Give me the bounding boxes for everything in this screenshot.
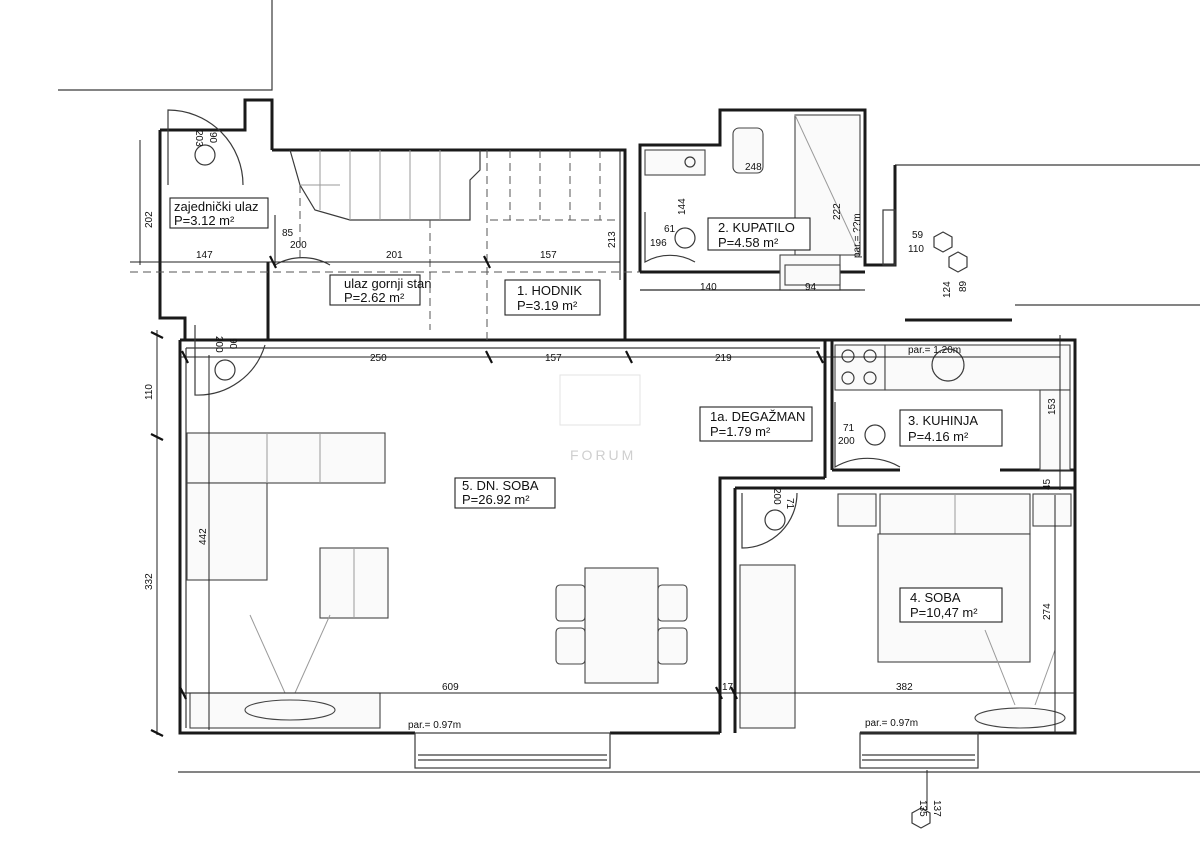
room-name: ulaz gornji stan <box>344 276 431 291</box>
room-label-kupatilo: 2. KUPATILO P=4.58 m² <box>707 217 811 251</box>
dim-222: 222 <box>832 203 843 220</box>
windows <box>414 209 979 769</box>
room-name: 5. DN. SOBA <box>462 478 539 493</box>
door-soba-w: 71 <box>784 498 795 510</box>
dim-94: 94 <box>805 282 817 293</box>
dim-110: 110 <box>144 384 155 400</box>
door-kup-side: 144 <box>677 198 688 215</box>
dim-382: 382 <box>896 682 913 693</box>
room-label-ulaz-gornji: ulaz gornji stan P=2.62 m² <box>329 274 431 306</box>
dim-17: 17 <box>722 682 734 693</box>
par-dn-soba: par.= 0.97m <box>408 720 461 731</box>
room-label-hodnik: 1. HODNIK P=3.19 m² <box>504 279 601 316</box>
room-area: P=10,47 m² <box>910 605 978 620</box>
room-label-zajednicki: zajednički ulaz P=3.12 m² <box>169 197 269 229</box>
par-kuhinja: par.= 1.20m <box>908 345 961 356</box>
room-name: 4. SOBA <box>910 590 961 605</box>
dim-213: 213 <box>607 231 618 248</box>
walls <box>158 98 1077 735</box>
parapet-notes: par.= ??m par.= 1.20m par.= 0.97m par.= … <box>408 213 961 731</box>
dim-147: 147 <box>196 250 213 261</box>
dim-248: 248 <box>745 162 762 173</box>
dimension-labels: 147 201 157 213 202 140 94 250 157 219 1… <box>144 162 1058 693</box>
kitchen-fixtures <box>834 344 1071 471</box>
door-soba-h: 200 <box>771 488 782 505</box>
room-label-dn-soba: 5. DN. SOBA P=26.92 m² <box>454 477 556 509</box>
room-name: 3. KUHINJA <box>908 413 978 428</box>
bot-h: 135 <box>917 800 928 817</box>
door-swings <box>167 109 901 549</box>
room-label-kuhinja: 3. KUHINJA P=4.16 m² <box>899 409 1003 447</box>
building-outline <box>58 0 1200 773</box>
par-soba: par.= 0.97m <box>865 718 918 729</box>
dim-332: 332 <box>144 573 155 590</box>
dim-45: 45 <box>1042 478 1053 490</box>
room-area: P=3.19 m² <box>517 298 578 313</box>
door-zaj-h: 203 <box>193 130 204 147</box>
dim-157-top: 157 <box>540 250 557 261</box>
dim-153: 153 <box>1047 398 1058 415</box>
door-dn-h: 200 <box>213 336 224 353</box>
room-area: P=1.79 m² <box>710 424 771 439</box>
door-gornji-w: 85 <box>282 228 294 239</box>
dim-202: 202 <box>144 211 155 228</box>
door-deg-w: 71 <box>843 423 855 434</box>
room-name: zajednički ulaz <box>174 199 259 214</box>
bot-w: 137 <box>931 800 942 817</box>
room-area: P=4.58 m² <box>718 235 779 250</box>
par-kupatilo: par.= ??m <box>852 213 863 258</box>
door-gornji-h: 200 <box>290 240 307 251</box>
room-label-degazman: 1a. DEGAŽMAN P=1.79 m² <box>699 406 813 442</box>
window-h: 110 <box>908 244 924 255</box>
door-deg-h: 200 <box>838 436 855 447</box>
bathroom-fixtures <box>644 114 861 291</box>
room-area: P=26.92 m² <box>462 492 530 507</box>
dim-201: 201 <box>386 250 403 261</box>
living-furniture <box>186 432 688 729</box>
door-dn-w: 90 <box>227 338 238 350</box>
room-area: P=3.12 m² <box>174 213 235 228</box>
dim-140: 140 <box>700 282 717 293</box>
door-kup-h: 196 <box>650 238 667 249</box>
door-labels: 90 203 85 200 61 196 144 90 200 71 200 7… <box>193 130 969 817</box>
window-w: 59 <box>912 230 924 241</box>
room-area: P=2.62 m² <box>344 290 405 305</box>
staircase <box>289 149 620 340</box>
room-name: 1a. DEGAŽMAN <box>710 409 805 424</box>
ext-h: 89 <box>958 280 969 292</box>
level-markers <box>911 231 968 829</box>
watermark-text: FORUM <box>570 447 636 463</box>
ext-w: 124 <box>942 281 953 298</box>
room-label-soba: 4. SOBA P=10,47 m² <box>899 587 1003 623</box>
room-area: P=4.16 m² <box>908 429 969 444</box>
door-zaj-w: 90 <box>207 132 218 144</box>
dim-219: 219 <box>715 353 732 364</box>
dim-442: 442 <box>198 528 209 545</box>
room-name: 2. KUPATILO <box>718 220 795 235</box>
dim-250: 250 <box>370 353 387 364</box>
door-kup-w: 61 <box>664 224 676 235</box>
dim-157: 157 <box>545 353 562 364</box>
dim-609: 609 <box>442 682 459 693</box>
dimension-lines <box>130 140 1075 810</box>
dim-274: 274 <box>1042 603 1053 620</box>
room-name: 1. HODNIK <box>517 283 582 298</box>
watermark: FORUM <box>559 374 641 463</box>
